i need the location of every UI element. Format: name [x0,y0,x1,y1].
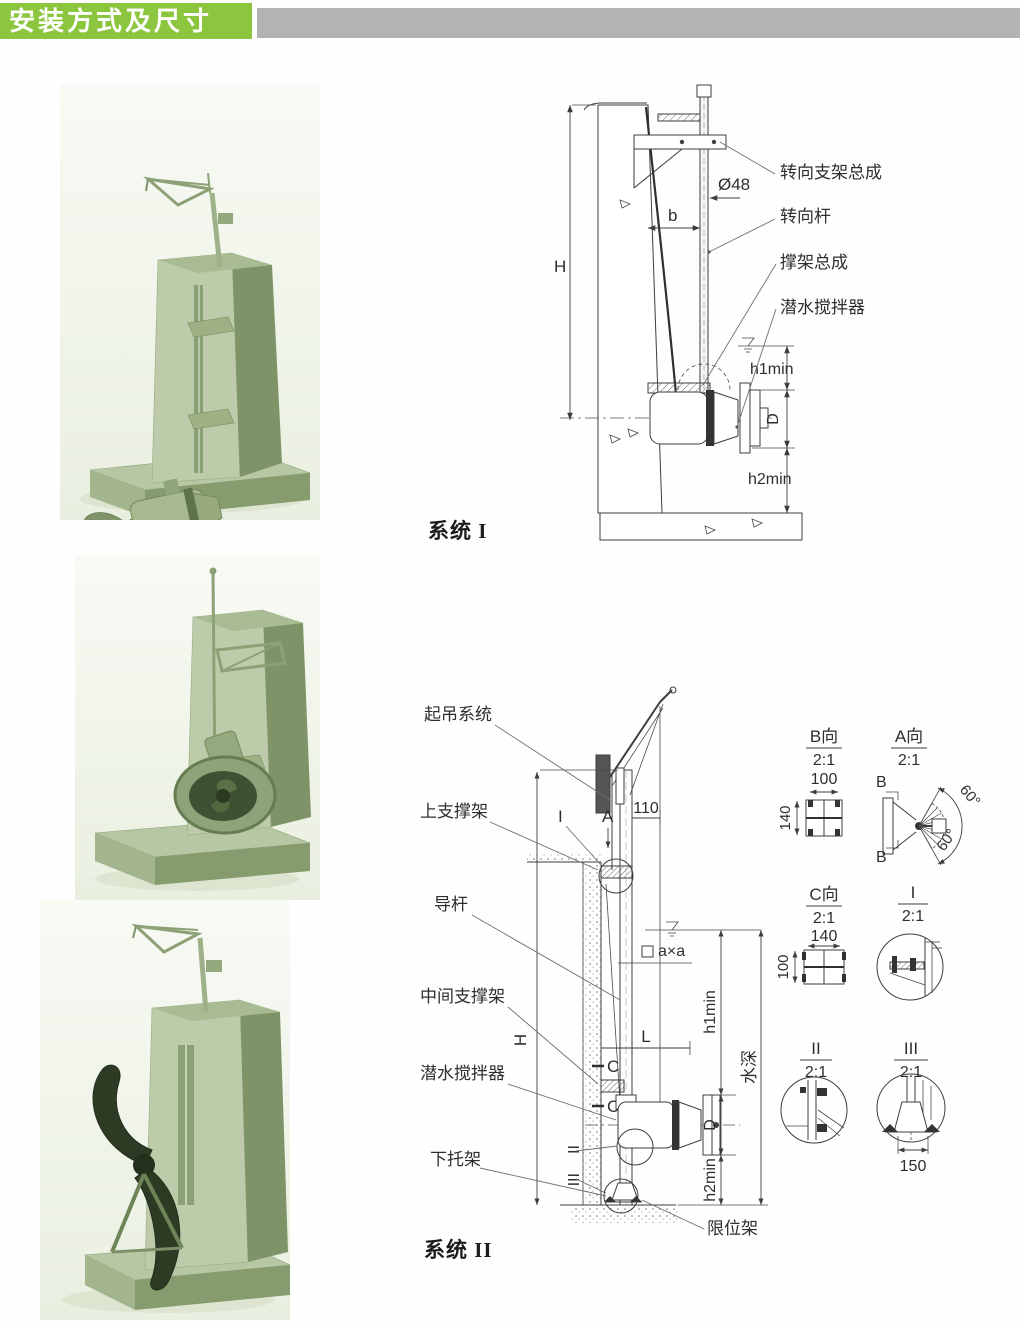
leader-lines [702,141,777,429]
label-steering-rod: 转向杆 [780,207,831,226]
rail-bracket [187,316,235,338]
label-guide-rod: 导杆 [434,895,468,914]
concrete-marks [609,199,763,535]
photo-mixer-model-1 [60,85,320,562]
dim-diameter: Ø48 [718,175,750,194]
system-1-drawing: H b Ø48 h1min D h2min 转向支架总成 转向杆 撑架总成 潜水… [554,84,882,541]
detail-A-title: A向 [895,727,923,746]
detail-A-scale: 2:1 [898,752,920,769]
dim-b: b [668,206,677,225]
detail-III-title: III [904,1039,918,1058]
label-mixer: 潜水搅拌器 [420,1064,505,1083]
davit-crane [143,172,233,268]
detail-I-title: I [911,883,916,902]
winch [595,754,611,814]
label-mixer: 潜水搅拌器 [780,298,865,317]
detail-A-mark-bottom: B [876,849,887,866]
label-limit-frame: 限位架 [707,1219,758,1238]
photo-mixer-model-2 [75,555,320,905]
label-upper-support: 上支撑架 [420,802,488,821]
dim-h2min: h2min [748,471,792,488]
detail-III-scale: 2:1 [900,1064,922,1081]
tank-wall [527,854,678,1223]
header-accent-bar: 安装方式及尺寸 [0,3,252,39]
dim-h2min: h2min [702,1158,719,1202]
dim-D: D [702,1119,719,1131]
mixer-shape [585,1094,740,1156]
dim-h1min: h1min [702,990,719,1034]
detail-C-dim-top: 140 [811,928,838,945]
crank-handle [657,113,701,122]
mark-I: I [558,807,563,826]
detail-view-I: I 2:1 [876,883,944,1001]
detail-I-scale: 2:1 [902,908,924,925]
dimension-lines [567,104,795,513]
header-gray-bar [257,8,1020,38]
square-symbol [641,945,654,958]
detail-III-dim-bottom: 150 [900,1158,927,1175]
detail-A-mark-top: B [876,774,887,791]
diagram-system-1: H b Ø48 h1min D h2min 转向支架总成 转向杆 撑架总成 潜水… [420,80,1020,565]
detail-A-angle-upper: 60° [956,782,984,810]
steering-bracket-shape [633,134,727,189]
detail-ref-I [598,858,634,894]
mark-II: II [564,1145,581,1154]
dim-110: 110 [633,800,659,817]
detail-B-scale: 2:1 [813,752,835,769]
photo-1-illustration [60,85,320,562]
upper-support-shape [600,865,633,879]
detail-C-title: C向 [809,885,838,904]
label-steering-bracket: 转向支架总成 [780,163,882,182]
shrouded-mixer [173,730,277,835]
mark-A: A [602,807,614,826]
lower-bracket-shape [604,1182,642,1203]
diagram-system-2: 110 I A a×a L H C C I [420,640,1020,1295]
detail-B-dim-top: 100 [811,771,838,788]
detail-II-title: II [811,1039,820,1058]
dim-H: H [554,257,566,276]
dimension-lines [678,930,768,1206]
upper-bracket [215,641,287,673]
photo-2-illustration [75,555,320,900]
water-level [645,921,761,937]
dim-axa: a×a [658,943,685,960]
detail-view-B: B向 2:1 100 140 [777,727,843,837]
detail-C-dim-side: 100 [775,954,792,979]
mark-III: III [564,1173,581,1186]
caption-system-2: 系统 II [424,1238,493,1262]
label-support-assembly: 撑架总成 [780,253,848,272]
detail-view-II: II 2:1 [780,1039,848,1144]
mark-C-upper: C [607,1057,619,1076]
mixer-shape [560,382,772,454]
detail-C-scale: 2:1 [813,910,835,927]
dim-L: L [641,1027,650,1046]
dim-water-depth: 水深 [740,1050,759,1084]
label-lifting-system: 起吊系统 [424,705,492,724]
caption-system-1: 系统 I [428,519,488,543]
floor-slab [599,512,803,541]
leader-lines [471,724,621,1197]
dim-h1min: h1min [750,361,794,378]
system-2-drawing: 110 I A a×a L H C C I [420,686,984,1238]
dim-D: D [765,413,782,425]
detail-B-dim-side: 140 [777,805,794,830]
middle-support-shape [600,1079,625,1093]
photo-3-illustration [40,900,292,1320]
detail-view-C: C向 2:1 140 100 [775,885,846,985]
detail-view-A: A向 2:1 B 60° 60° B [876,727,984,866]
label-lower-bracket: 下托架 [430,1150,481,1169]
detail-B-title: B向 [810,727,838,746]
dim-H: H [511,1034,530,1046]
detail-view-III: III 2:1 150 [876,1039,946,1175]
banana-blade-impeller [92,1064,184,1291]
label-middle-support: 中间支撑架 [420,987,505,1006]
lifting-system-shape [595,686,677,1102]
photo-mixer-model-3 [40,900,292,1325]
page-title: 安装方式及尺寸 [9,6,213,36]
detail-ref-II [616,1128,654,1166]
davit-crane [131,923,222,1013]
